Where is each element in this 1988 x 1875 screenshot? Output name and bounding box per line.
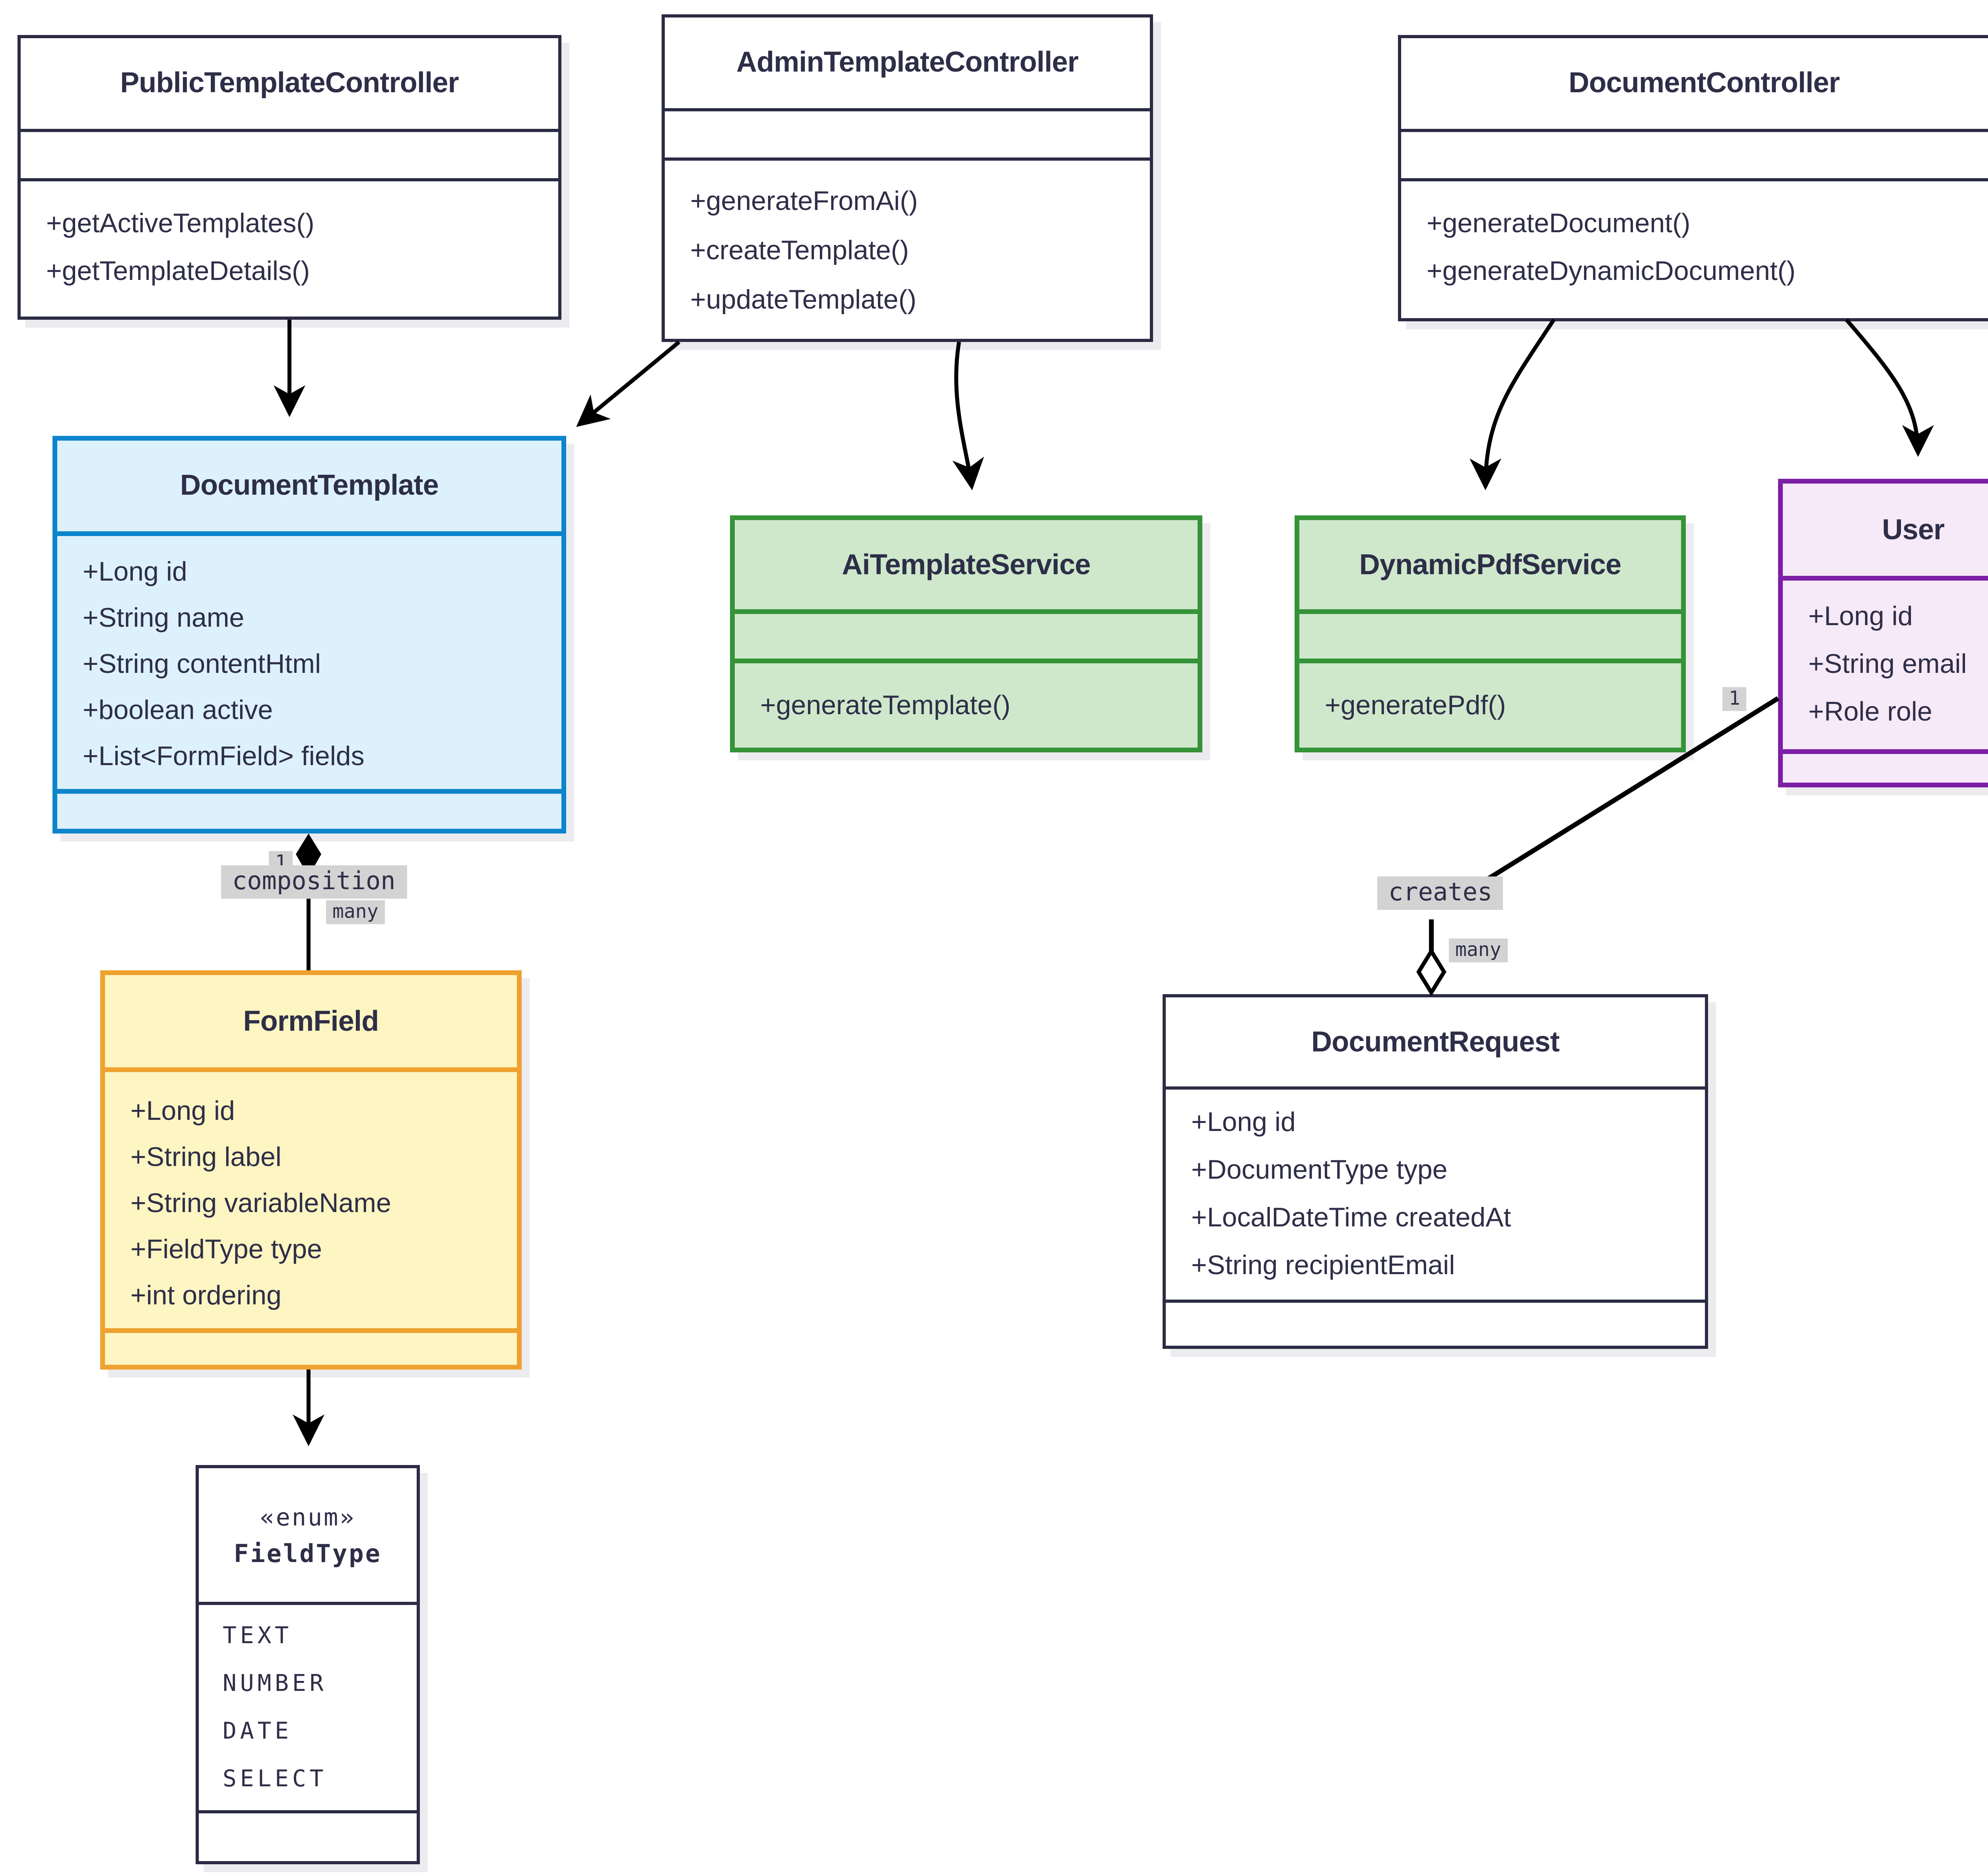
class-admin-template-controller: AdminTemplateController +generateFromAi(…	[662, 14, 1153, 342]
attribute: +FieldType type	[130, 1234, 322, 1265]
methods-section: +generatePdf()	[1299, 659, 1681, 748]
method: +getActiveTemplates()	[46, 208, 315, 239]
attribute: +int ordering	[130, 1280, 282, 1311]
methods-section-empty	[1166, 1300, 1705, 1346]
edge-documentcontroller-to-dynamicpdfservice	[1470, 319, 1556, 490]
attributes-section: +Long id +String email +Role role	[1783, 576, 1988, 749]
attributes-section-empty	[735, 609, 1198, 659]
methods-section: +generateTemplate()	[735, 659, 1198, 748]
attribute: +Long id	[83, 557, 187, 587]
attribute: +DocumentType type	[1191, 1155, 1448, 1185]
class-title: User	[1882, 513, 1945, 545]
class-ai-template-service: AiTemplateService +generateTemplate()	[730, 515, 1202, 752]
attributes-section-empty	[1299, 609, 1681, 659]
attribute: +Role role	[1808, 697, 1932, 727]
class-document-request: DocumentRequest +Long id +DocumentType ty…	[1163, 994, 1708, 1349]
class-title: «enum» FieldType	[199, 1468, 417, 1602]
attributes-section-empty	[1401, 129, 1988, 178]
class-title: AdminTemplateController	[736, 46, 1079, 78]
class-document-controller: DocumentController +generateDocument()+g…	[1398, 35, 1988, 321]
attributes-section: +Long id +DocumentType type +LocalDateTime…	[1166, 1086, 1705, 1300]
attribute: +List<FormField> fields	[83, 741, 365, 771]
attributes-section-empty	[21, 129, 558, 178]
composition-label: composition	[221, 865, 407, 900]
method: +generateDynamicDocument()	[1427, 256, 1796, 286]
composition-target-cardinality-label: many	[326, 900, 385, 924]
class-title: DocumentRequest	[1311, 1025, 1560, 1057]
enum-value: DATE	[223, 1720, 292, 1745]
attribute: +boolean active	[83, 695, 273, 725]
method: +updateTemplate()	[690, 285, 916, 315]
method: +createTemplate()	[690, 235, 909, 266]
enum-value: TEXT	[223, 1624, 292, 1650]
attribute: +String variableName	[130, 1188, 391, 1218]
class-title: FormField	[243, 1005, 379, 1036]
enum-name: FieldType	[234, 1539, 382, 1568]
method: +generateFromAi()	[690, 186, 918, 216]
edge-documentcontroller-to-user	[1845, 318, 1934, 457]
attribute: +String email	[1808, 649, 1967, 679]
creates-label: creates	[1377, 876, 1504, 911]
class-field-type-enum: «enum» FieldType TEXT NUMBER DATE SELECT	[196, 1465, 420, 1864]
methods-section: +generateDocument() +generateDynamicDocum…	[1401, 178, 1988, 318]
class-form-field: FormField +Long id +String label +String v…	[100, 970, 522, 1370]
methods-section-empty	[199, 1810, 417, 1861]
methods-section-empty	[57, 789, 561, 829]
creates-target-cardinality-label: many	[1449, 938, 1508, 962]
class-title: AiTemplateService	[842, 548, 1091, 580]
edge-admincontroller-to-aitemplateservice	[952, 342, 984, 490]
class-public-template-controller: PublicTemplateController +getActiveTempl…	[17, 35, 561, 320]
method: +getTemplateDetails()	[46, 256, 310, 286]
aggregation-diamond-icon	[1416, 947, 1446, 997]
methods-section-empty	[105, 1328, 517, 1365]
methods-section: +generateFromAi() +createTemplate() +updat…	[665, 157, 1150, 339]
attribute: +String label	[130, 1142, 282, 1172]
attribute: +LocalDateTime createdAt	[1191, 1203, 1511, 1233]
class-title: PublicTemplateController	[120, 67, 459, 99]
class-user: User +Long id +String email +Role role	[1778, 479, 1988, 787]
enum-value: SELECT	[223, 1767, 327, 1793]
method: +generateTemplate()	[760, 690, 1011, 721]
attribute: +String name	[83, 603, 245, 633]
attribute: +Long id	[1808, 601, 1913, 631]
methods-section: +getActiveTemplates() +getTemplateDetails…	[21, 178, 558, 317]
attribute: +String contentHtml	[83, 649, 321, 679]
attributes-section: +Long id +String name +String contentHtml +…	[57, 531, 561, 789]
class-document-template: DocumentTemplate +Long id +String name +St…	[52, 436, 566, 834]
method: +generatePdf()	[1325, 690, 1506, 721]
attribute: +String recipientEmail	[1191, 1250, 1455, 1280]
enum-value: NUMBER	[223, 1672, 327, 1697]
enum-values-section: TEXT NUMBER DATE SELECT	[199, 1602, 417, 1810]
class-title: DocumentTemplate	[180, 469, 439, 501]
attribute: +Long id	[1191, 1107, 1296, 1137]
creates-source-cardinality-label: 1	[1722, 687, 1747, 711]
attributes-section-empty	[665, 108, 1150, 157]
stereotype: «enum»	[260, 1502, 356, 1531]
class-title: DocumentController	[1569, 67, 1840, 99]
attribute: +Long id	[130, 1096, 235, 1126]
methods-section-empty	[1783, 749, 1988, 783]
attributes-section: +Long id +String label +String variableNam…	[105, 1067, 517, 1328]
method: +generateDocument()	[1427, 208, 1691, 239]
class-title: DynamicPdfService	[1359, 548, 1622, 580]
class-dynamic-pdf-service: DynamicPdfService +generatePdf()	[1295, 515, 1686, 752]
edge-admincontroller-to-documenttemplate	[576, 340, 681, 427]
